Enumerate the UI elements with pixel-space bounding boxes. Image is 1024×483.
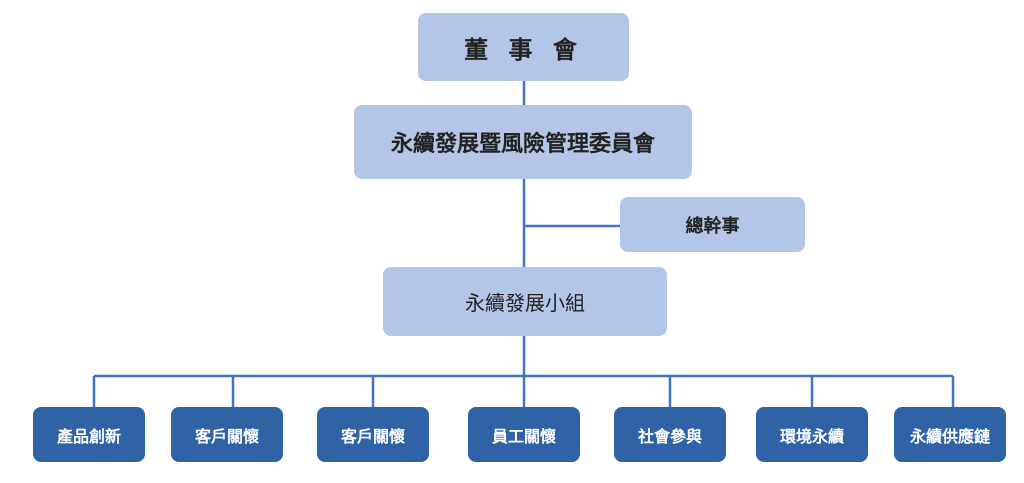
node-group-product-innovation: 產品創新: [33, 407, 145, 462]
node-group-sustainable-supply-chain: 永續供應鏈: [894, 407, 1006, 462]
node-board: 董 事 會: [418, 13, 629, 81]
node-group-label: 社會參與: [637, 426, 702, 446]
node-group-customer-care-1: 客戶關懷: [171, 407, 283, 462]
node-group-social-participation: 社會參與: [614, 407, 726, 462]
node-team-label: 永續發展小組: [465, 291, 585, 315]
node-group-customer-care-2: 客戶關懷: [317, 407, 429, 462]
node-secretary: 總幹事: [620, 197, 805, 252]
node-committee: 永續發展暨風險管理委員會: [354, 105, 692, 179]
node-group-environmental-sustainability: 環境永續: [756, 407, 868, 462]
node-group-label: 產品創新: [56, 426, 121, 446]
node-secretary-label: 總幹事: [685, 215, 740, 237]
node-group-label: 永續供應鏈: [909, 426, 990, 446]
node-group-label: 員工關懷: [491, 426, 556, 446]
node-team: 永續發展小組: [383, 267, 667, 336]
node-group-label: 客戶關懷: [194, 426, 259, 446]
node-group-employee-care: 員工關懷: [468, 407, 580, 462]
node-group-label: 環境永續: [779, 426, 844, 446]
node-group-label: 客戶關懷: [340, 426, 405, 446]
node-committee-label: 永續發展暨風險管理委員會: [390, 132, 655, 157]
node-board-label: 董 事 會: [464, 35, 583, 64]
